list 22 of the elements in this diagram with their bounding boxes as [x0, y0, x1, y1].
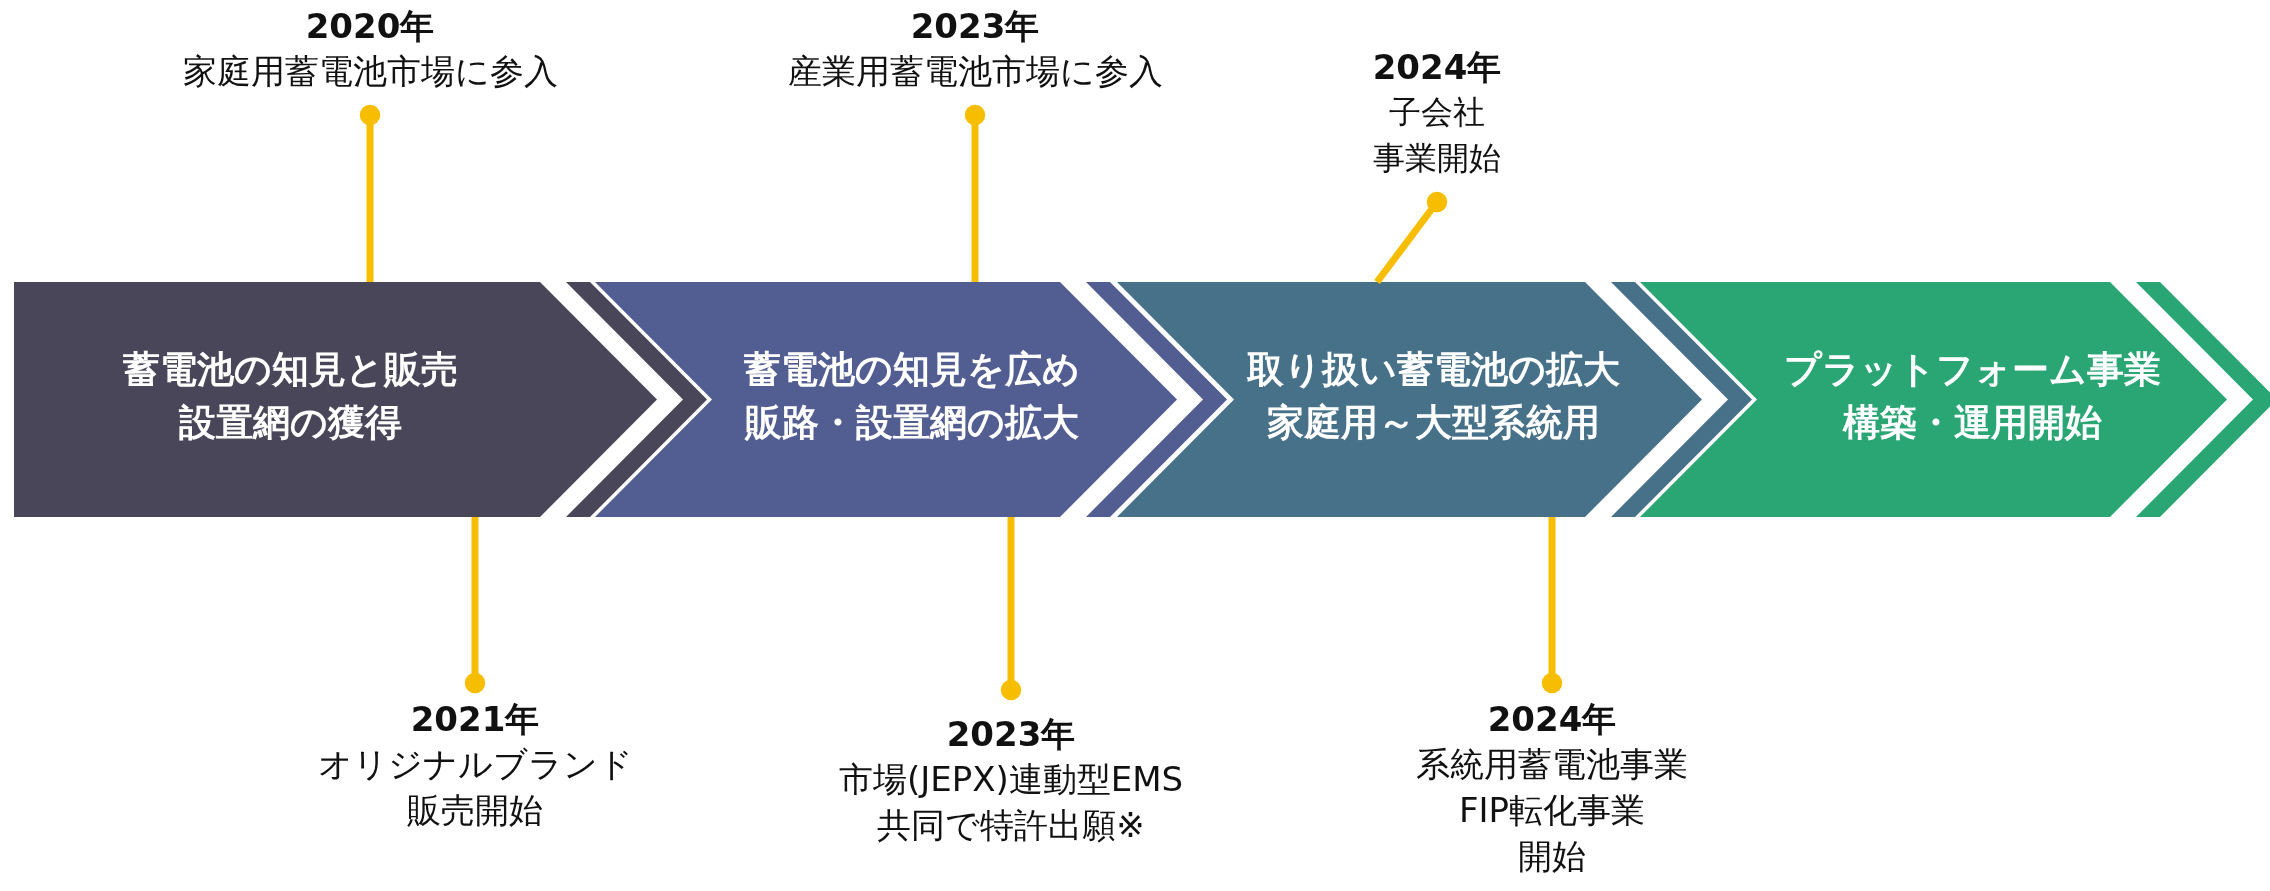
stage-title: 蓄電池の知見を広め販路・設置網の拡大	[743, 347, 1081, 446]
stage-title: 取り扱い蓄電池の拡大家庭用～大型系統用	[1245, 347, 1621, 446]
stage-title: 蓄電池の知見と販売設置網の獲得	[121, 347, 459, 446]
year-label: 2021年	[410, 698, 540, 741]
timeline-connector	[1000, 517, 1022, 701]
timeline-connector	[464, 517, 486, 694]
event-description: 家庭用蓄電池市場に参入	[182, 50, 558, 93]
timeline-connector	[1374, 191, 1448, 285]
event-description: 子会社事業開始	[1373, 92, 1501, 179]
year-label: 2020年	[305, 5, 435, 48]
event-description: オリジナルブランド販売開始	[317, 743, 633, 832]
year-label: 2023年	[910, 5, 1040, 48]
year-label: 2023年	[946, 713, 1076, 756]
event-description: 産業用蓄電池市場に参入	[787, 50, 1163, 93]
timeline-connector	[359, 104, 381, 282]
event-description: 市場(JEPX)連動型EMS共同で特許出願※	[838, 758, 1184, 847]
timeline-connector	[964, 104, 986, 282]
stage-title: プラットフォーム事業構築・運用開始	[1782, 347, 2162, 446]
year-label: 2024年	[1372, 46, 1502, 89]
year-label: 2024年	[1487, 698, 1617, 741]
event-description: 系統用蓄電池事業FIP転化事業開始	[1416, 743, 1688, 878]
timeline-connector	[1541, 517, 1563, 694]
